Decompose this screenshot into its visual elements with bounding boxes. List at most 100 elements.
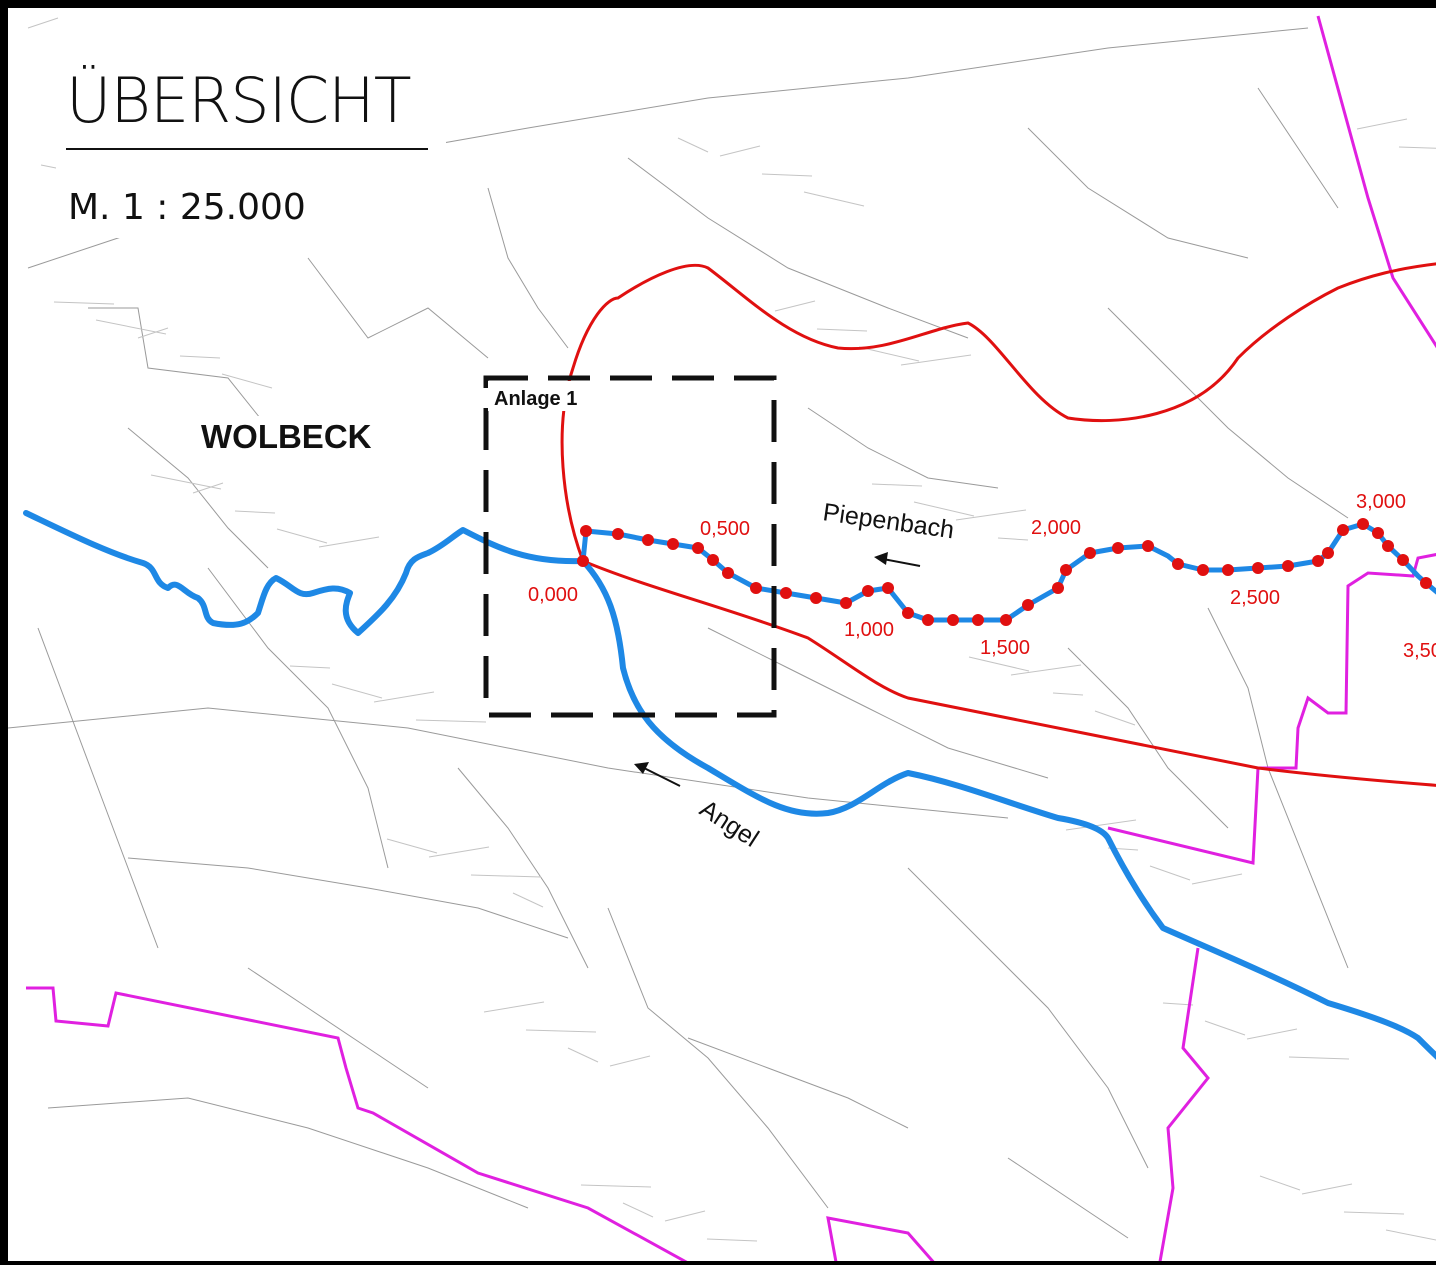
chainage-marker (902, 607, 914, 619)
chainage-marker (1322, 547, 1334, 559)
chainage-marker (1337, 524, 1349, 536)
chainage-marker (722, 567, 734, 579)
map-canvas[interactable]: Anlage 1 WOLBECK Piepenbach Angel 0,000 … (8, 8, 1436, 1265)
chainage-marker (1060, 564, 1072, 576)
base-line (664, 1210, 706, 1222)
base-line (8, 707, 1009, 819)
chainage-marker (780, 587, 792, 599)
base-line (609, 1055, 651, 1067)
chainage-label-0000[interactable]: 0,000 (528, 584, 578, 606)
river-label-angel[interactable]: Angel (695, 795, 764, 853)
chainage-label-0500[interactable]: 0,500 (700, 518, 750, 540)
base-line (968, 656, 1030, 672)
base-line (276, 528, 328, 544)
base-line (470, 874, 542, 878)
chainage-marker (1172, 558, 1184, 570)
base-line (1288, 1056, 1350, 1060)
base-line (803, 191, 865, 207)
chainage-marker (1282, 560, 1294, 572)
base-line (1067, 647, 1229, 829)
admin-boundary-southeast (1158, 947, 1210, 1261)
base-line (331, 683, 383, 699)
base-line (457, 767, 589, 969)
base-line (127, 427, 269, 569)
base-line (677, 137, 709, 153)
base-line (1107, 307, 1349, 519)
river-angel-west (23, 510, 586, 636)
base-line (955, 509, 1027, 521)
chainage-label-2000[interactable]: 2,000 (1031, 517, 1081, 539)
chainage-marker (1084, 547, 1096, 559)
base-line (150, 474, 222, 490)
base-line (807, 407, 999, 489)
base-line (386, 838, 438, 854)
flow-arrow-angel (634, 762, 681, 787)
chainage-marker (810, 592, 822, 604)
base-line (687, 1037, 909, 1129)
chainage-marker (1357, 518, 1369, 530)
base-line (1259, 1175, 1301, 1191)
admin-boundary-south (26, 986, 688, 1261)
chainage-marker (1252, 562, 1264, 574)
river-label-piepenbach[interactable]: Piepenbach (821, 498, 956, 544)
base-line (1027, 127, 1249, 259)
chainage-label-1000[interactable]: 1,000 (844, 619, 894, 641)
flow-arrow-piepenbach (874, 552, 921, 567)
base-line (53, 301, 115, 305)
base-line (127, 857, 569, 939)
base-line (318, 536, 380, 548)
annex-label-background (488, 381, 598, 411)
base-line (512, 892, 544, 908)
chainage-marker (882, 582, 894, 594)
base-line (373, 691, 435, 703)
river-angel-main (580, 558, 1436, 1060)
base-line (415, 719, 487, 723)
chainage-marker (580, 525, 592, 537)
admin-boundary (26, 15, 1436, 1261)
base-line (192, 482, 224, 494)
chainage-label-1500[interactable]: 1,500 (980, 637, 1030, 659)
base-line (913, 501, 975, 517)
base-line (234, 510, 276, 514)
base-line (719, 145, 761, 157)
chainage-label-3500[interactable]: 3,50 (1403, 640, 1436, 662)
chainage-marker (1142, 540, 1154, 552)
base-line (707, 627, 1049, 779)
base-line (1191, 873, 1243, 885)
title-panel: ÜBERSICHT M. 1 : 25.000 (56, 56, 446, 238)
base-line (580, 1184, 652, 1188)
chainage-marker (1372, 527, 1384, 539)
base-line (900, 354, 972, 366)
base-line (858, 346, 920, 362)
base-line (1207, 607, 1349, 969)
chainage-marker (1112, 542, 1124, 554)
chainage-marker (750, 582, 762, 594)
base-line (1065, 819, 1137, 831)
title-underline (66, 148, 428, 150)
base-line (27, 17, 59, 29)
base-line (179, 355, 221, 359)
base-line (816, 328, 868, 332)
base-line (761, 173, 813, 177)
chainage-label-3000[interactable]: 3,000 (1356, 491, 1406, 513)
chainage-marker (947, 614, 959, 626)
annex-frame[interactable] (483, 375, 777, 718)
base-line (1343, 1211, 1405, 1215)
chainage-label-2500[interactable]: 2,500 (1230, 587, 1280, 609)
chainage-labels: 0,000 0,500 1,000 1,500 2,000 2,500 3,00… (528, 491, 1436, 662)
base-line (207, 567, 389, 869)
annex-label[interactable]: Anlage 1 (494, 388, 577, 410)
base-line (1149, 865, 1191, 881)
base-line (428, 846, 490, 858)
chainage-marker (1312, 555, 1324, 567)
town-label[interactable]: WOLBECK (201, 418, 372, 455)
base-line (1301, 1183, 1353, 1195)
chainage-marker (862, 585, 874, 597)
chainage-marker (1052, 582, 1064, 594)
town-label-background (196, 416, 400, 456)
base-line (137, 327, 169, 339)
base-line (221, 373, 273, 389)
chainage-marker (1000, 614, 1012, 626)
base-line (247, 967, 429, 1089)
